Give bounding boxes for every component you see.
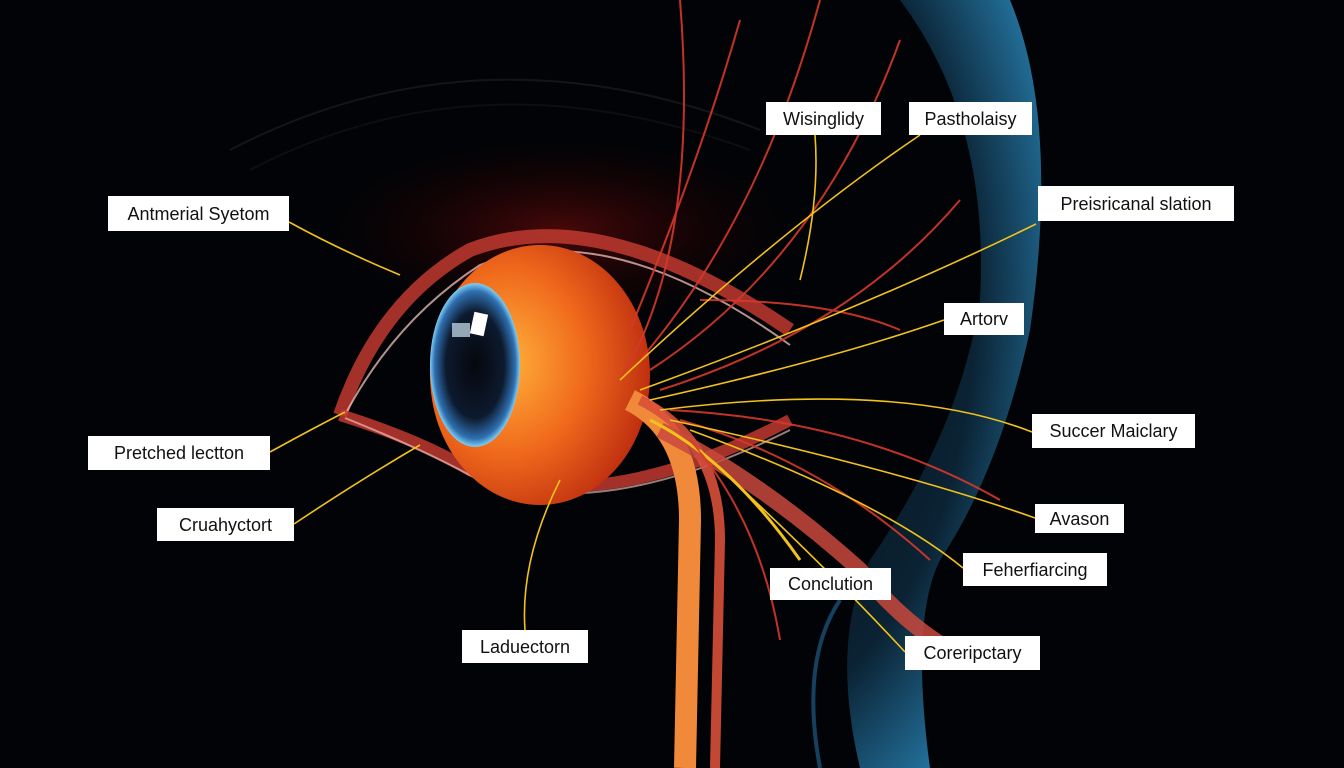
label-artorv: Artorv <box>944 303 1024 335</box>
blood-vessels <box>619 0 1001 641</box>
label-pastholaisy: Pastholaisy <box>909 102 1032 135</box>
label-wisinglidy: Wisinglidy <box>766 102 881 135</box>
label-cruahyctort: Cruahyctort <box>157 508 294 541</box>
label-conclution: Conclution <box>770 568 891 600</box>
label-feherfiarcing: Feherfiarcing <box>963 553 1107 586</box>
label-preisricanal-slation: Preisricanal slation <box>1038 186 1234 221</box>
iris <box>430 283 520 447</box>
label-succer-maiclary: Succer Maiclary <box>1032 414 1195 448</box>
optic-nerve <box>624 390 702 768</box>
label-avason: Avason <box>1035 504 1124 533</box>
label-laduectorn: Laduectorn <box>462 630 588 663</box>
upper-eyelid <box>333 229 794 418</box>
head-silhouette <box>560 0 1042 768</box>
nerves <box>269 134 1037 653</box>
label-pretched-lectton: Pretched lectton <box>88 436 270 470</box>
label-antmerial-syetom: Antmerial Syetom <box>108 196 289 231</box>
label-coreripctary: Coreripctary <box>905 636 1040 670</box>
